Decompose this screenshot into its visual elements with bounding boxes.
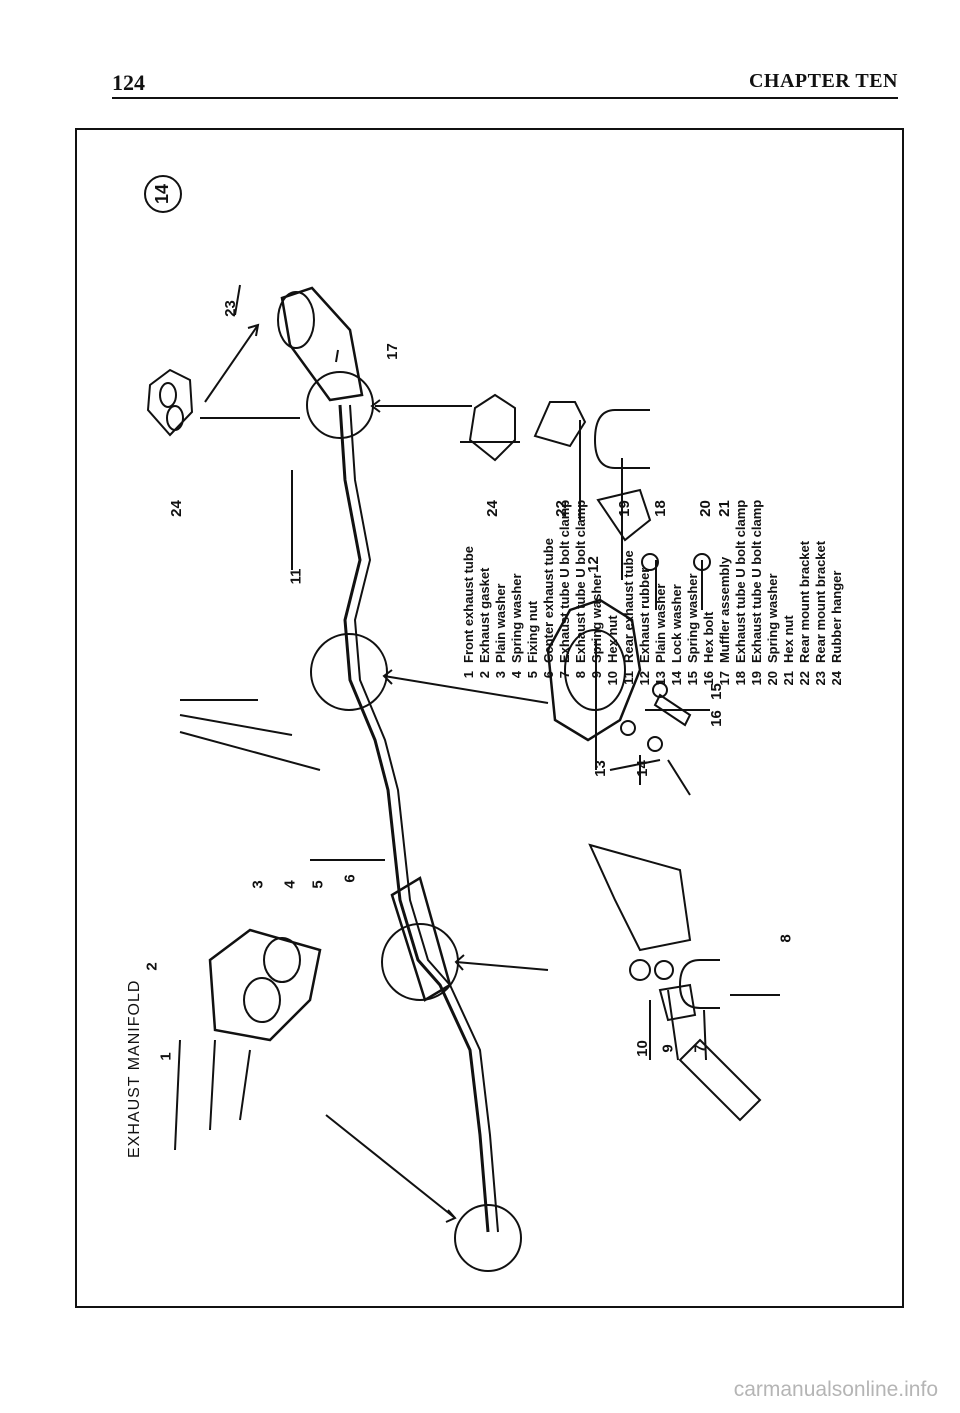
callout-label: 6 [341,874,359,883]
rubber-hanger-top [146,368,194,437]
callout-label: 20 [696,500,714,517]
callout-label: 18 [651,500,669,517]
callout-label: 24 [483,500,501,517]
page-number: 124 [112,70,145,95]
exhaust-manifold [208,928,322,1042]
callout-label: 21 [715,500,733,517]
callout-label: 24 [167,500,185,517]
callout-label: 15 [707,683,725,700]
figure-frame [75,128,904,1308]
callout-label: 17 [383,343,401,360]
callout-label: 4 [281,880,299,889]
arrow-line [455,961,549,971]
exhaust-pipe-line-inner [349,404,499,1233]
hex-bolt-16 [653,693,692,727]
u-bolt-19 [593,409,650,469]
page-header: 124 CHAPTER TEN [112,70,898,98]
arrow-line [204,324,259,403]
clamp-18 [596,488,652,542]
clamp-7 [658,983,697,1022]
pipe-piece [678,1038,762,1122]
resonator-detail [588,843,692,952]
callout-label: 22 [552,500,570,517]
muffler-shape [280,286,364,402]
manifold-label: EXHAUST MANIFOLD [126,979,143,1158]
exhaust-pipe-line [338,404,490,1233]
callout-label: 2 [143,962,161,971]
callout-label: 16 [707,710,725,727]
chapter-title: CHAPTER TEN [748,70,898,92]
u-bolt-8 [678,959,720,1009]
watermark: carmanualsonline.info [733,1378,938,1401]
callout-label: 7 [691,1044,709,1053]
callout-label: 5 [309,880,327,889]
callout-label: 1 [157,1052,175,1061]
rubber-hanger-right [468,393,516,462]
callout-label: 13 [591,760,609,777]
leader-line [179,699,321,771]
callout-label: 10 [633,1040,651,1057]
callout-label: 14 [633,760,651,777]
detail-circle-manifold [454,1204,522,1272]
arrow-line [325,1114,456,1219]
callout-label: 12 [584,556,602,573]
callout-label: 3 [249,880,267,889]
callout-label: 11 [287,568,305,585]
figure-number-badge: 14 [144,175,182,213]
detail-circle-center [310,633,388,711]
callout-label: 8 [777,934,795,943]
callout-label: 19 [615,500,633,517]
callout-label: 23 [221,300,239,317]
callout-label: 9 [659,1044,677,1053]
rear-bracket [533,401,587,448]
exhaust-rubber [546,598,642,742]
arrow-line [383,675,549,704]
header-rule [112,97,898,99]
